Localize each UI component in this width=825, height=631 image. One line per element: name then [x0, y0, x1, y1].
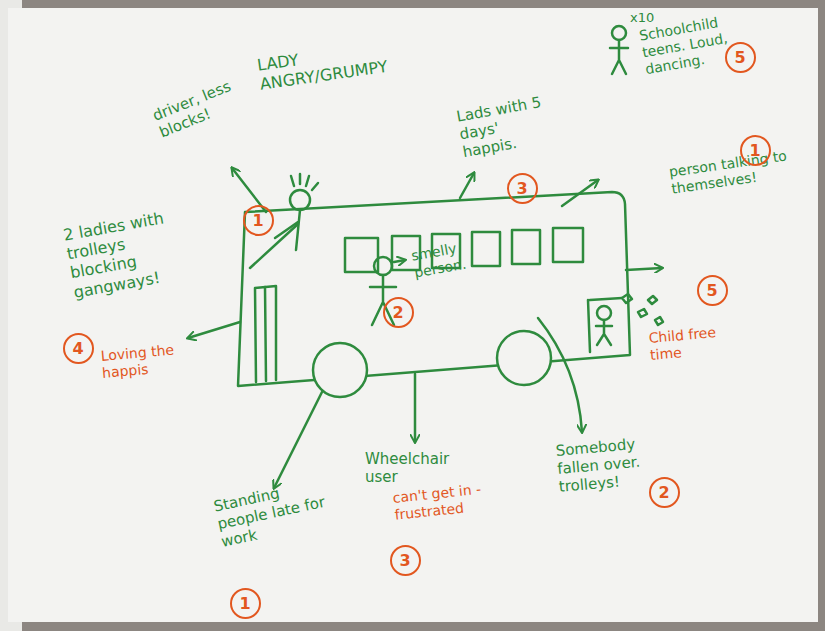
callout-number: 1: [749, 141, 760, 160]
callout-circle: 4: [63, 333, 94, 364]
annotation-text: Somebody fallen over. trolleys!: [555, 433, 661, 496]
callout-number: 1: [252, 211, 263, 230]
callout-circle: 5: [725, 42, 756, 73]
callout-number: 3: [399, 551, 410, 570]
callout-circle: 3: [507, 173, 538, 204]
callout-number: 1: [239, 594, 250, 613]
annotation-text: Loving the happis: [100, 341, 183, 381]
callout-number: 5: [734, 48, 745, 67]
callout-number: 5: [706, 281, 717, 300]
annotation-text: Child free time: [648, 323, 733, 364]
callout-circle: 1: [230, 588, 261, 619]
callout-circle: 1: [243, 205, 274, 236]
callout-number: 4: [72, 339, 83, 358]
callout-number: 2: [392, 303, 403, 322]
callout-number: 2: [658, 483, 669, 502]
callout-circle: 3: [390, 545, 421, 576]
annotation-text: Wheelchair user: [365, 450, 469, 486]
callout-circle: 2: [383, 297, 414, 328]
callout-circle: 5: [697, 275, 728, 306]
callout-circle: 2: [649, 477, 680, 508]
callout-number: 3: [516, 179, 527, 198]
callout-circle: 1: [740, 135, 771, 166]
